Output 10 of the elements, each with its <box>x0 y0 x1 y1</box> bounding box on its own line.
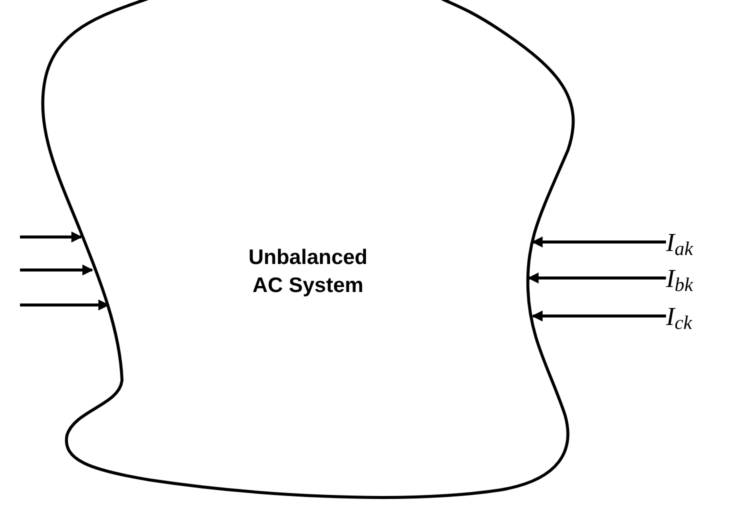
arrow <box>532 236 666 248</box>
arrow <box>528 272 666 284</box>
system-label: Unbalanced AC System <box>247 245 369 299</box>
arrow <box>532 310 666 322</box>
arrow <box>20 300 110 310</box>
current-label: I$_{bk}$ <box>666 262 706 294</box>
current-label: I$_{ak}$ <box>666 226 706 258</box>
arrow <box>20 232 82 242</box>
current-label: I$_{ck}$ <box>666 300 706 332</box>
arrow <box>20 264 94 276</box>
